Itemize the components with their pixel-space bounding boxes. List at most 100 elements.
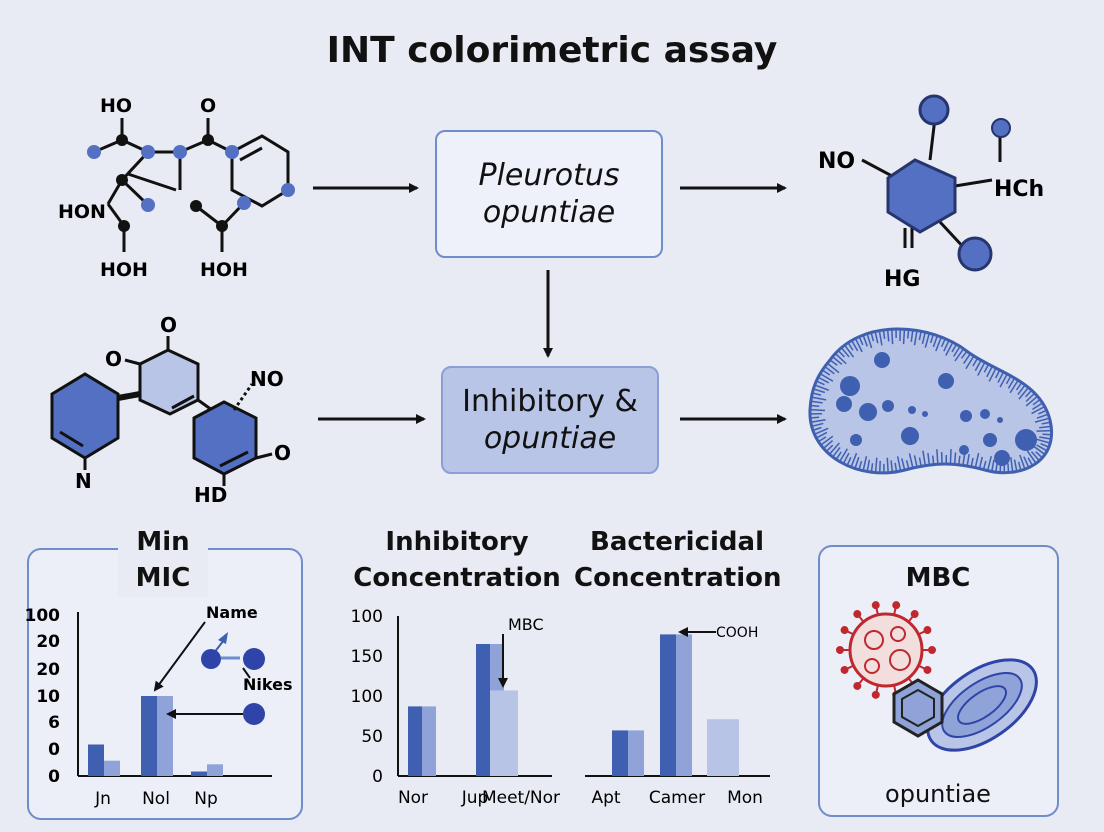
inhibitory-bar bbox=[408, 706, 422, 776]
bacterium-cilium bbox=[810, 416, 820, 419]
bacterium-cilium bbox=[839, 448, 849, 463]
bacterium-cilium bbox=[811, 422, 824, 428]
bacterium-cilium bbox=[1027, 457, 1034, 467]
mic-bar-series1 bbox=[88, 744, 104, 776]
mol1-label-hoh-right: HOH bbox=[200, 259, 248, 281]
bacterium-cilium bbox=[810, 404, 820, 408]
bacterium-cilium bbox=[1009, 379, 1019, 394]
bactericidal-bar bbox=[707, 719, 723, 776]
bacterium-cilium bbox=[810, 400, 823, 404]
mic-annotation-nikes: Nikes bbox=[243, 675, 292, 694]
bacterium-cilium bbox=[815, 380, 825, 386]
inhibitory-bar bbox=[504, 690, 518, 776]
molecule-1-labels: HO O HON HOH HOH bbox=[58, 95, 248, 281]
bacterium-cilium bbox=[809, 408, 826, 412]
bactericidal-bar bbox=[660, 634, 676, 776]
bacterium-cilium bbox=[953, 452, 957, 465]
bacterium-cilium bbox=[931, 455, 935, 465]
chart-bactericidal-decorations: COOH bbox=[678, 625, 758, 641]
bacterium-cilium bbox=[874, 457, 878, 473]
bacterium-cilium bbox=[999, 373, 1008, 388]
bacterium-cilium bbox=[1026, 450, 1037, 464]
mol3-label-o-left: O bbox=[105, 347, 122, 371]
mic-y-tick: 20 bbox=[36, 632, 60, 652]
bacterium-cilium bbox=[834, 352, 847, 365]
molecule-2 bbox=[861, 94, 1011, 272]
bacterium-cilium bbox=[982, 460, 987, 470]
bacterium-cilium bbox=[815, 431, 828, 439]
bacterium-cilium bbox=[882, 329, 886, 339]
molecule-2-labels: NO HCh HG bbox=[818, 149, 1044, 292]
bacterium-cilium bbox=[1018, 387, 1030, 400]
bacterium-cilium bbox=[826, 362, 840, 374]
bacterium-cilium bbox=[866, 333, 873, 349]
bacterium-cilium bbox=[929, 334, 935, 344]
pleurotus-box-line1: Pleurotus bbox=[478, 157, 620, 193]
mol1-label-o: O bbox=[200, 95, 216, 117]
bacterium-cilium bbox=[878, 330, 883, 346]
inhibitory-bar bbox=[476, 644, 490, 776]
inhibitory-y-tick: 150 bbox=[351, 647, 383, 667]
bactericidal-x-label: Apt bbox=[591, 788, 620, 808]
mic-panel-heading: Min MIC bbox=[118, 524, 208, 597]
bacterium-cilium bbox=[870, 332, 875, 342]
mic-y-tick: 6 bbox=[48, 713, 60, 733]
virus-spike-tip bbox=[871, 690, 880, 699]
inhibitory-bar bbox=[422, 706, 436, 776]
mol3-label-o-right: O bbox=[274, 441, 291, 465]
virus-spike-tip bbox=[923, 626, 932, 635]
bacterium-cilium bbox=[1031, 405, 1046, 415]
bacterium-cilium bbox=[862, 455, 868, 471]
bacterium-cilium bbox=[1041, 421, 1051, 425]
bacterium-cilium bbox=[970, 457, 974, 467]
mol3-label-o-top: O bbox=[160, 313, 177, 337]
bacterium-cilium bbox=[1036, 413, 1049, 419]
bacillus-icon bbox=[926, 658, 1038, 752]
bacterium-cilium bbox=[828, 442, 840, 455]
bacterium-cilium bbox=[891, 329, 894, 345]
bactericidal-annotation-cooh: COOH bbox=[716, 625, 758, 641]
molecule-3-labels: O O NO O N HD bbox=[75, 313, 291, 507]
bacterium-cilium bbox=[817, 376, 830, 384]
bacterium-cilium bbox=[997, 371, 1005, 383]
bacterium-illustration bbox=[808, 327, 1053, 475]
inhibitory-x-label: Nor bbox=[398, 788, 428, 808]
bacterium-cilium bbox=[814, 427, 829, 435]
bacterium-cilium bbox=[813, 388, 826, 394]
mic-label: MIC bbox=[135, 563, 191, 594]
inhibitory-bar bbox=[490, 690, 504, 776]
bacterium-cilium bbox=[1007, 463, 1010, 473]
bacterium-cilium bbox=[905, 460, 910, 470]
chart-mic-decorations: Name Nikes bbox=[153, 603, 292, 725]
bacterium-cilium bbox=[1035, 451, 1043, 459]
bacterium-cilium bbox=[972, 357, 979, 367]
virus-icon bbox=[836, 601, 936, 699]
bacterium-cilium bbox=[874, 331, 879, 344]
bacterium-cilium bbox=[886, 457, 889, 473]
mic-x-label: Nol bbox=[142, 789, 170, 809]
bacterium-cilium bbox=[986, 365, 993, 378]
bacterium-cilium bbox=[844, 344, 855, 358]
mol2-label-hch: HCh bbox=[994, 177, 1044, 202]
bacterium-cilium bbox=[918, 331, 922, 341]
inhibitory-y-tick: 100 bbox=[351, 687, 383, 707]
bacterium-cilium bbox=[1030, 451, 1040, 462]
bacterium-cilium bbox=[995, 463, 998, 473]
bacterium-cilium bbox=[949, 449, 952, 465]
bacterium-cilium bbox=[1007, 377, 1016, 389]
bacterium-cilium bbox=[907, 329, 910, 339]
mol3-label-no: NO bbox=[250, 367, 284, 391]
mic-bar-series2 bbox=[157, 696, 173, 776]
mic-bar-series1 bbox=[191, 771, 207, 776]
virus-spike-tip bbox=[923, 665, 932, 674]
bacterium-cilium bbox=[1034, 417, 1050, 423]
bacterium-cilium bbox=[1036, 444, 1048, 452]
bactericidal-label: Bactericidal bbox=[590, 527, 764, 557]
bacterium-cilium bbox=[924, 332, 931, 348]
bactericidal-bar bbox=[628, 730, 644, 776]
bacterium-cilium bbox=[854, 338, 863, 353]
mic-x-label: Jn bbox=[94, 789, 111, 809]
bacterium-cilium bbox=[986, 455, 993, 471]
